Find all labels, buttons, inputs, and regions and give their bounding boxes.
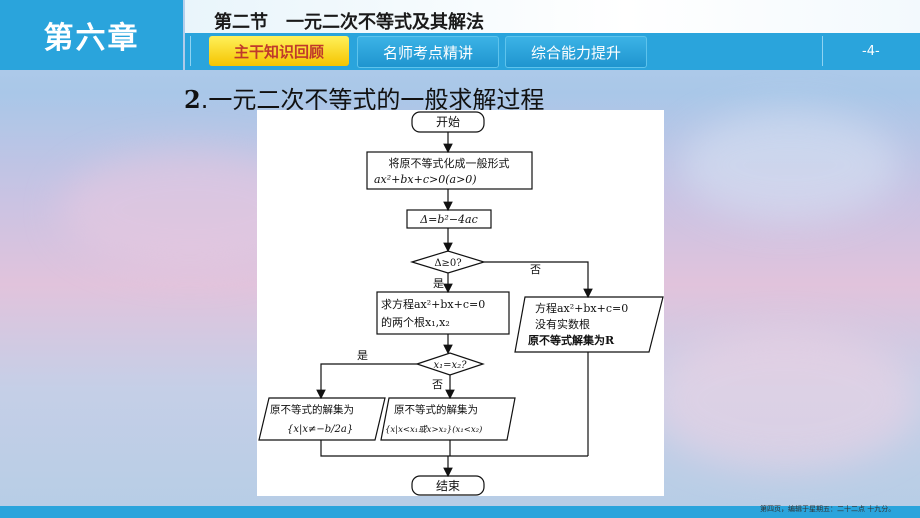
roots-equal-decision [415, 352, 485, 376]
standard-form-line1: 将原不等式化成一般形式 [389, 156, 510, 170]
discriminant-box [406, 209, 492, 229]
footer-text: 第四页，编辑于星期五：二十二点 十九分。 [760, 505, 896, 513]
no-real-root-line1: 方程ax²+bx+c=0 [535, 301, 628, 315]
solution-set-distinct-box [380, 397, 516, 441]
nav-separator [822, 36, 823, 66]
section-title: 第二节 一元二次不等式及其解法 [214, 12, 484, 33]
no-real-root-box [514, 296, 664, 353]
background-cloud [650, 330, 920, 470]
background-cloud [680, 110, 900, 220]
flow-arrow [316, 363, 417, 400]
no-label: 否 [530, 263, 541, 276]
tab-main-knowledge[interactable]: 主干知识回顾 [209, 36, 349, 66]
flowchart: 开始 将原不等式化成一般形式 ax²+bx+c>0(a>0) Δ=b²−4ac … [258, 111, 664, 496]
solution-set-equal-box [258, 397, 386, 441]
standard-form-box [366, 151, 533, 190]
slide-heading: 2.一元二次不等式的一般求解过程 [184, 80, 544, 115]
page-number: -4- [862, 44, 880, 59]
flow-arrow [484, 261, 593, 299]
solve-roots-box [376, 291, 510, 335]
chapter-label: 第六章 [0, 0, 183, 70]
no-real-root-line2: 没有实数根 [535, 317, 590, 331]
equal-roots-line2: {x|x≠−b/2a} [287, 424, 353, 435]
flowchart-panel: 开始 将原不等式化成一般形式 ax²+bx+c>0(a>0) Δ=b²−4ac … [257, 110, 664, 496]
decision1-label: Δ≥0? [434, 258, 461, 269]
solve-roots-line1: 求方程ax²+bx+c=0 [381, 297, 485, 311]
heading-number: 2 [184, 85, 201, 114]
distinct-roots-line2: {x|x<x₁或x>x₂}(x₁<x₂) [385, 424, 482, 435]
start-label: 开始 [436, 115, 460, 129]
yes-label: 是 [433, 277, 444, 290]
tab-ability[interactable]: 综合能力提升 [505, 36, 647, 68]
no-real-root-line3: 原不等式解集为R [528, 333, 615, 347]
end-label: 结束 [436, 479, 460, 493]
solve-roots-line2: 的两个根x₁,x₂ [381, 315, 450, 329]
heading-text: .一元二次不等式的一般求解过程 [200, 86, 545, 114]
equal-roots-line1: 原不等式的解集为 [270, 403, 354, 416]
standard-form-line2: ax²+bx+c>0(a>0) [374, 173, 477, 186]
flow-line [320, 440, 588, 457]
title-band [185, 0, 920, 33]
decision2-label: x₁=x₂? [433, 360, 467, 371]
nav-separator [190, 36, 191, 66]
no2-label: 否 [432, 378, 443, 391]
end-node [411, 475, 485, 496]
footer-bar [0, 506, 920, 518]
yes2-label: 是 [357, 349, 368, 362]
tab-teacher-points[interactable]: 名师考点精讲 [357, 36, 499, 68]
distinct-roots-line1: 原不等式的解集为 [394, 403, 478, 416]
discriminant-label: Δ=b²−4ac [419, 213, 478, 226]
